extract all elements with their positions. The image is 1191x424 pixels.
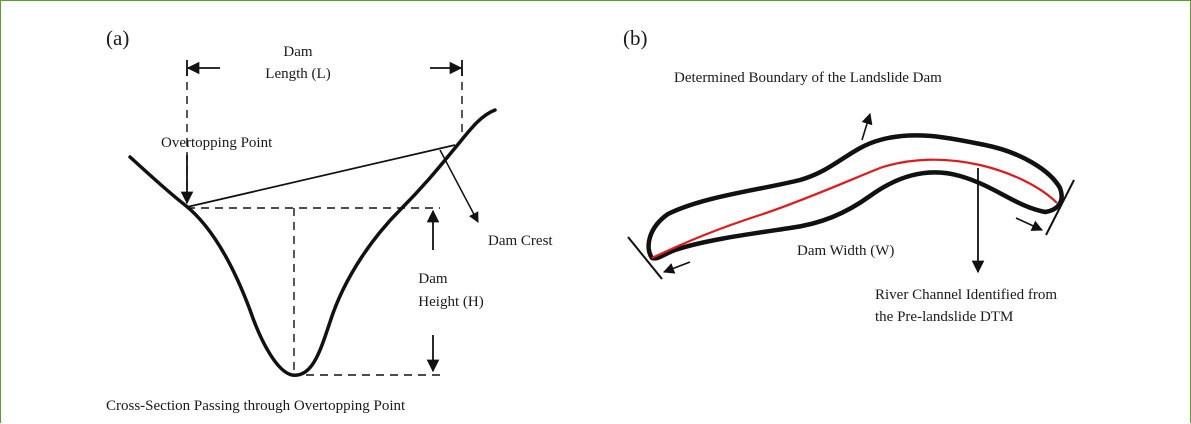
river-channel-line	[651, 158, 1058, 259]
dam-length-label-2: Length (L)	[265, 66, 331, 82]
river-channel-label-2: the Pre-landslide DTM	[875, 309, 1014, 325]
cross-section-caption: Cross-Section Passing through Overtoppin…	[106, 398, 406, 414]
dam-width-arrow-right	[1015, 217, 1044, 231]
river-channel-label-1: River Channel Identified from	[875, 287, 1058, 303]
panel-a-tag: (a)	[106, 26, 130, 50]
right-end-bar	[1045, 179, 1075, 236]
dam-height-label-1: Dam	[418, 271, 448, 287]
panel-b-tag: (b)	[623, 26, 648, 50]
boundary-pointer-arrow	[861, 112, 873, 141]
dam-width-arrow-left	[662, 261, 691, 274]
landslide-dam-boundary	[646, 133, 1064, 261]
panel-b-drawing	[627, 112, 1075, 280]
dam-height-label-2: Height (H)	[418, 294, 484, 310]
boundary-label: Determined Boundary of the Landslide Dam	[674, 70, 942, 86]
panel-a-drawing	[128, 60, 497, 377]
dam-crest-pointer	[439, 149, 479, 223]
left-end-bar	[627, 236, 663, 280]
dam-crest-label: Dam Crest	[488, 233, 553, 249]
dam-crest-line	[186, 144, 456, 208]
dam-length-label-1: Dam	[283, 44, 313, 60]
dam-width-label: Dam Width (W)	[797, 243, 895, 259]
overtopping-point-label: Overtopping Point	[161, 135, 273, 151]
